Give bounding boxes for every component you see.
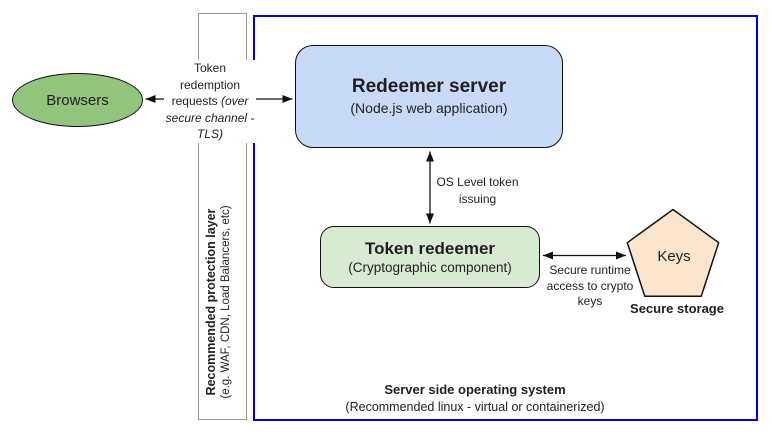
token-redeemer-node: Token redeemer (Cryptographic component) (320, 226, 540, 288)
token-redeemer-subtitle: (Cryptographic component) (348, 259, 512, 275)
edge-label-token-redemption: Token redemption requests (over secure c… (164, 60, 256, 143)
keys-pentagon (626, 208, 720, 298)
browsers-label: Browsers (46, 91, 109, 109)
edge-label-token-redemption-italic: (over secure channel - TLS) (165, 94, 255, 141)
keys-label: Keys (657, 248, 691, 265)
secure-storage-caption: Secure storage (630, 301, 724, 316)
redeemer-server-node: Redeemer server (Node.js web application… (295, 45, 563, 148)
token-redeemer-title: Token redeemer (364, 238, 496, 258)
os-container-subtitle: (Recommended linux - virtual or containe… (345, 399, 605, 414)
redeemer-server-subtitle: (Node.js web application) (350, 100, 508, 116)
edge-label-os-token-issuing: OS Level token issuing (436, 175, 519, 206)
redeemer-server-title: Redeemer server (351, 76, 507, 97)
edge-label-secure-runtime-access: Secure runtime access to crypto keys (546, 263, 634, 308)
os-container-label: Server side operating system (Recommende… (315, 381, 635, 416)
browsers-node: Browsers (12, 73, 143, 127)
os-container-title: Server side operating system (384, 382, 566, 397)
edge-label-token-redemption-plain: Token redemption requests (171, 61, 241, 108)
